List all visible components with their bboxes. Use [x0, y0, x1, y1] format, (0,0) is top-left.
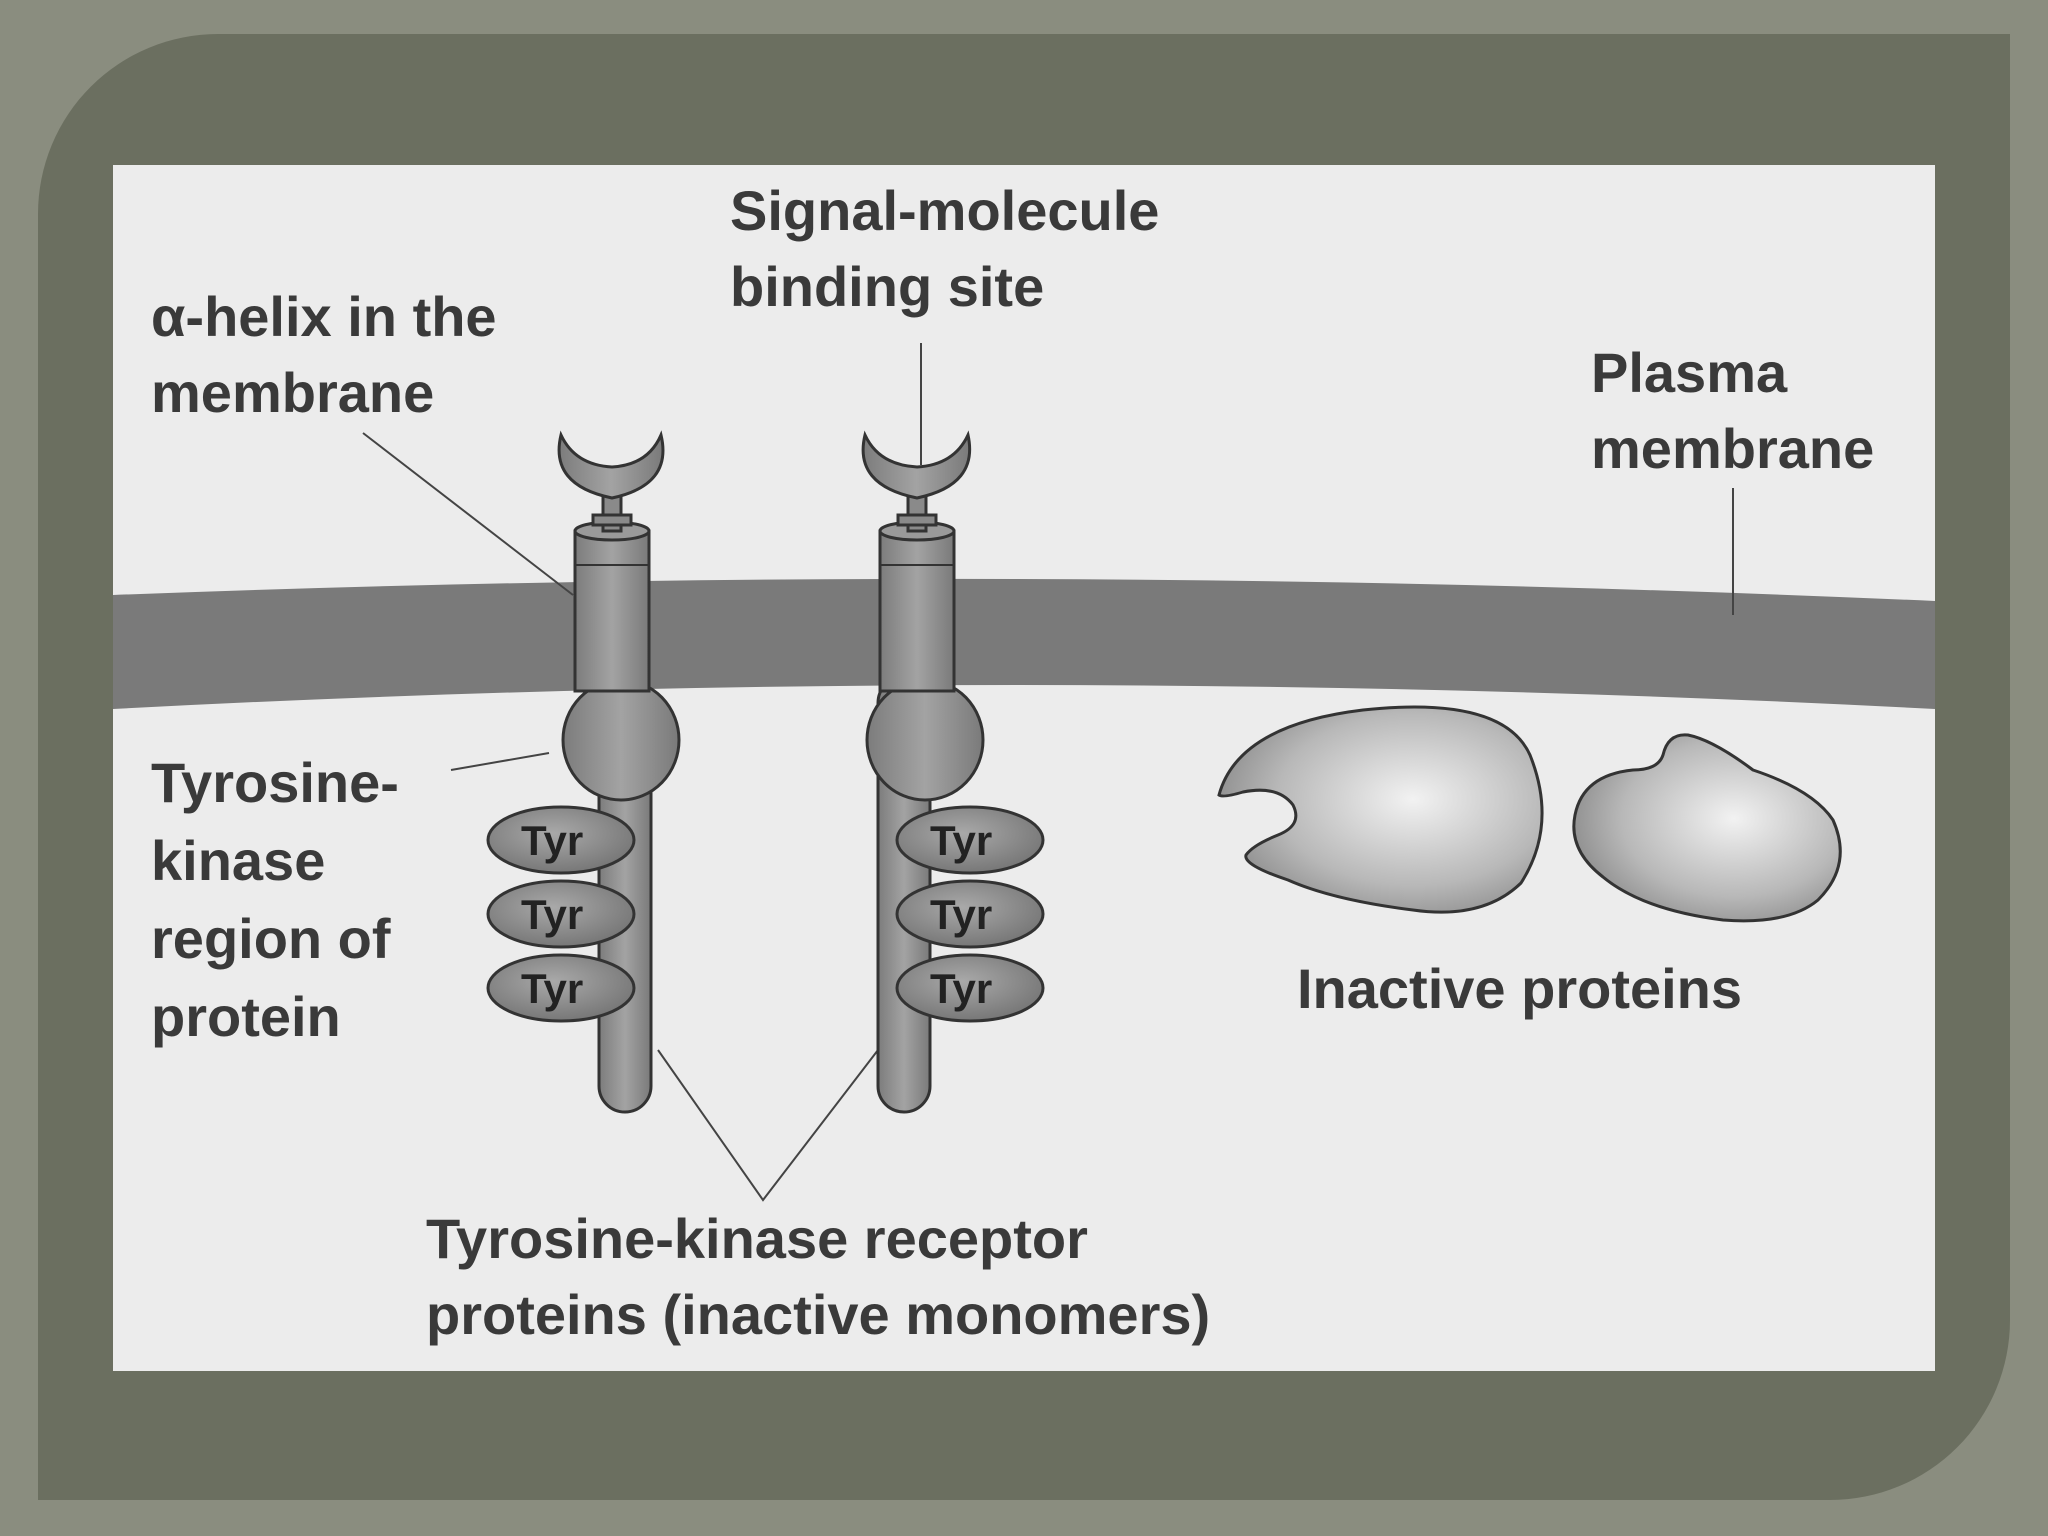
tyr-domain — [895, 879, 1045, 949]
diagram-canvas — [113, 343, 1935, 1202]
tyr-label: Tyr — [521, 891, 584, 938]
signal-site-label-line-2: binding site — [730, 255, 1045, 318]
tyr-label: Tyr — [521, 817, 584, 864]
receptor-2-helix-cylinder — [878, 529, 956, 693]
receptor-2-kinase-lobe — [865, 678, 985, 802]
receptor-proteins-label-line-2: proteins (inactive monomers) — [426, 1283, 1211, 1346]
tyr-domain — [486, 805, 636, 875]
tyr-domain — [895, 805, 1045, 875]
diagram-panel: α-helix in the membrane Signal-molecule … — [113, 165, 1935, 1371]
receptor-proteins-label: Tyrosine-kinase receptor proteins (inact… — [426, 1211, 1210, 1343]
inactive-proteins-label: Inactive proteins — [1297, 957, 1743, 1020]
tyr-label: Tyr — [521, 965, 584, 1012]
inactive-protein-2 — [1572, 733, 1842, 923]
receptor-2-binding-cup — [861, 430, 972, 500]
receptor-1-binding-cup — [557, 430, 665, 500]
signal-site-label: Signal-molecule binding site — [730, 183, 1159, 315]
receptor-1-stem-cap — [591, 513, 633, 527]
plasma-membrane-label-line-1: Plasma — [1591, 341, 1788, 404]
tk-region-label-line-4: protein — [151, 985, 341, 1048]
receptor-1 — [486, 430, 681, 1114]
plasma-membrane-label: Plasma membrane — [1591, 345, 1874, 477]
tk-region-label: Tyrosine- kinase region of protein — [151, 755, 399, 1045]
tyr-domain — [895, 953, 1045, 1023]
tk-region-label-line-3: region of — [151, 907, 391, 970]
receptor-proteins-leader — [657, 1049, 879, 1202]
receptor-2-stem-cap — [896, 513, 938, 527]
receptor-proteins-label-line-1: Tyrosine-kinase receptor — [426, 1207, 1088, 1270]
tk-region-label-line-2: kinase — [151, 829, 326, 892]
receptor-1-helix-cylinder — [573, 529, 651, 693]
tk-region-leader — [450, 752, 550, 771]
alpha-helix-leader — [362, 432, 574, 596]
alpha-helix-label-line-2: membrane — [151, 361, 435, 424]
tyr-domain — [486, 953, 636, 1023]
plasma-membrane-label-line-2: membrane — [1591, 417, 1875, 480]
plasma-membrane-band — [113, 578, 1935, 709]
inactive-protein-1 — [1217, 705, 1544, 914]
alpha-helix-label-line-1: α-helix in the — [151, 285, 497, 348]
receptor-2 — [861, 430, 1045, 1114]
alpha-helix-label: α-helix in the membrane — [151, 289, 497, 421]
tyr-label: Tyr — [930, 965, 993, 1012]
tyr-label: Tyr — [930, 891, 993, 938]
tk-region-label-line-1: Tyrosine- — [151, 751, 399, 814]
tyr-domain — [486, 879, 636, 949]
receptor-1-kinase-lobe — [561, 678, 681, 802]
tyr-label: Tyr — [930, 817, 993, 864]
signal-site-label-line-1: Signal-molecule — [730, 179, 1160, 242]
